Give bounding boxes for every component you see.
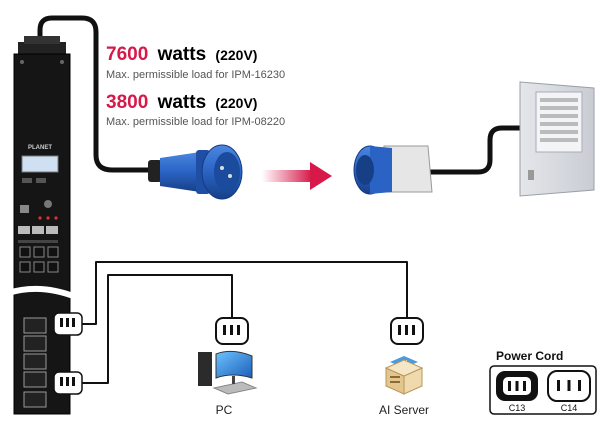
connection-arrow xyxy=(262,162,332,190)
pc-icon xyxy=(198,350,258,395)
comm-port xyxy=(19,246,31,258)
pdu-brand: PLANET xyxy=(28,145,52,151)
outlet-plug-top xyxy=(53,312,83,336)
rating-1-unit: watts xyxy=(157,44,207,65)
industrial-socket xyxy=(353,145,433,195)
cable-to-pc xyxy=(81,274,233,384)
outlet-plug-bottom xyxy=(53,371,83,395)
pdu-outlets xyxy=(23,317,47,408)
industrial-plug xyxy=(148,144,243,200)
lan-port-1 xyxy=(18,226,30,234)
rating-2-value: 3800 xyxy=(106,92,148,113)
c13-icon xyxy=(496,371,538,401)
pc-group: PC xyxy=(198,317,258,417)
server-label: AI Server xyxy=(379,403,429,417)
lan-port-3 xyxy=(46,226,58,234)
pdu-break xyxy=(7,285,78,300)
pdu-lcd xyxy=(21,155,59,173)
power-cord-title: Power Cord xyxy=(496,349,563,363)
pc-label: PC xyxy=(216,403,233,417)
pdu-plug-housing xyxy=(18,42,66,55)
server-plug-icon xyxy=(390,317,424,345)
c13-label: C13 xyxy=(509,403,526,413)
rating-2-unit: watts xyxy=(157,92,207,113)
rating-1-voltage: (220V) xyxy=(215,47,257,63)
cable-to-server xyxy=(81,261,408,325)
usb-port xyxy=(20,205,29,213)
rating-1: 7600 watts (220V) Max. permissible load … xyxy=(106,44,285,81)
pc-plug-icon xyxy=(215,317,249,345)
socket-cord xyxy=(427,125,523,175)
rating-1-value: 7600 xyxy=(106,44,148,65)
rating-1-note: Max. permissible load for IPM-16230 xyxy=(106,69,285,81)
svg-text:7600 watts (220V): 7600 watts (220V) xyxy=(106,44,257,65)
input-cord xyxy=(37,15,155,173)
server-icon: AI xyxy=(384,356,424,395)
rating-2-note: Max. permissible load for IPM-08220 xyxy=(106,116,285,128)
svg-text:3800 watts (220V): 3800 watts (220V) xyxy=(106,92,257,113)
distribution-box xyxy=(519,81,595,197)
c14-icon xyxy=(547,370,591,402)
lan-port-2 xyxy=(32,226,44,234)
rating-2-voltage: (220V) xyxy=(215,95,257,111)
pdu-unit: PLANET xyxy=(7,36,83,415)
rating-2: 3800 watts (220V) Max. permissible load … xyxy=(106,92,285,128)
reset-knob xyxy=(44,200,52,208)
power-cables xyxy=(37,15,523,384)
c14-label: C14 xyxy=(561,403,578,413)
power-cord-legend: Power Cord C13 C14 xyxy=(489,349,597,415)
server-group: AI AI Server xyxy=(379,317,429,417)
